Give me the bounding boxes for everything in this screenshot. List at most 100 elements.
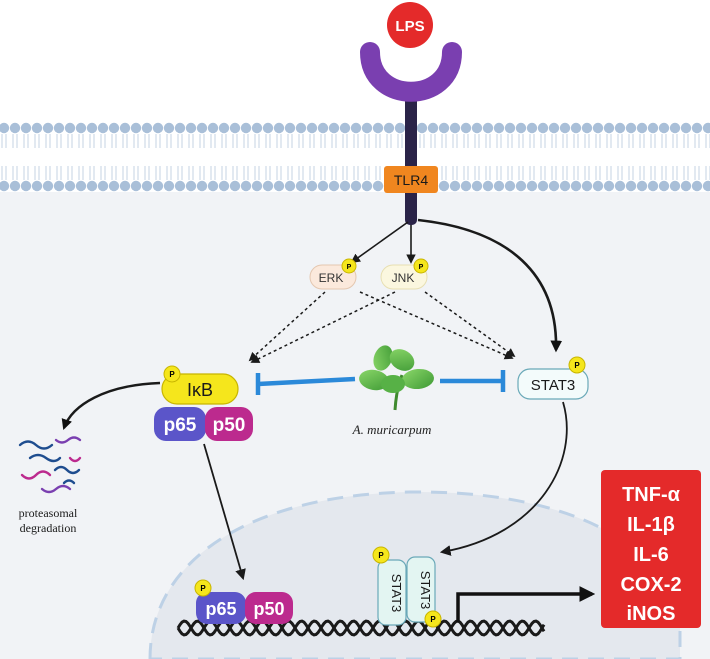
lipid-head [680,122,692,134]
lps-label: LPS [395,18,424,35]
lipid-head [108,122,120,134]
tlr4-label-box [384,166,438,193]
nuclear-p65-label: p65 [205,599,236,619]
nuclear-p65 [196,592,246,624]
protein-fragments [18,436,82,494]
lipid-head [240,122,252,134]
lipid-head [438,180,450,192]
lipid-head [339,180,351,192]
lipid-head [240,180,252,192]
lipid-head [20,180,32,192]
lipid-head [185,180,197,192]
lipid-head [130,180,142,192]
lipid-head [614,180,626,192]
lipid-head [592,180,604,192]
lipid-head [328,180,340,192]
lipid-head [493,180,505,192]
nuclear-p50-label: p50 [253,599,284,619]
lipid-head [20,122,32,134]
p65-protein [154,407,206,441]
lipid-head [185,122,197,134]
lipid-head [449,122,461,134]
p65-label: p65 [164,415,197,436]
lipid-head [581,122,593,134]
lipid-head [680,180,692,192]
lipid-head [152,122,164,134]
lipid-head [339,122,351,134]
lipid-head [570,180,582,192]
lipid-head [9,122,21,134]
cytokine-cox2: COX-2 [620,574,681,596]
ikb-complex: IκB P p65 p50 [154,365,253,441]
lipid-head [361,122,373,134]
lipid-head [119,122,131,134]
nuclear-p50 [245,592,293,624]
stat3-dimer-phospho-right: P [430,615,436,624]
lipid-head [251,122,263,134]
lipid-head [548,122,560,134]
lipid-head [482,180,494,192]
lipid-head [394,122,406,134]
lipid-head [702,180,710,192]
lipid-head [493,122,505,134]
lipid-head [262,180,274,192]
lipid-head [515,122,527,134]
lipid-head [702,122,710,134]
lipid-head [53,122,65,134]
lipid-head [284,180,296,192]
lipid-head [141,180,153,192]
lipid-head [691,122,703,134]
lipid-head [174,122,186,134]
lipid-head [361,180,373,192]
erk-kinase: ERK P [309,258,357,290]
p50-protein [205,407,253,441]
stat3-dimer-right-label: STAT3 [418,571,433,610]
lipid-head [460,122,472,134]
lipid-head [196,180,208,192]
lipid-head [262,122,274,134]
lipid-head [658,122,670,134]
stat3-label: STAT3 [531,377,575,394]
ikb-protein [161,373,239,405]
lipid-head [625,122,637,134]
erk-label: ERK [319,271,344,285]
cell-membrane [0,122,710,192]
lipid-head [691,180,703,192]
lipid-head [614,122,626,134]
lipid-head [31,180,43,192]
lipid-head [603,180,615,192]
stat3-cytoplasmic: STAT3 P [517,356,589,400]
dotted-arrows [248,291,516,363]
lipid-head [31,122,43,134]
lipid-head [75,180,87,192]
cytokine-tnf: TNF-α [622,484,681,506]
lipid-head [438,122,450,134]
lipid-head [427,122,439,134]
lipid-head [471,122,483,134]
lipid-head [119,180,131,192]
erk-phospho: P [347,264,352,271]
lipid-head [350,180,362,192]
lipid-head [647,180,659,192]
lipid-head [537,122,549,134]
lipid-head [350,122,362,134]
lipid-head [306,122,318,134]
lipid-head [372,122,384,134]
lipid-head [636,122,648,134]
inhibitor-label: A. muricarpum [352,422,432,437]
cytokine-inos: iNOS [627,603,676,625]
lipid-head [515,180,527,192]
transcription-arrow [456,586,596,622]
lipid-head [9,180,21,192]
lipid-head [163,180,175,192]
plant-icon [359,345,434,411]
p50-label: p50 [213,415,246,436]
tlr4-receptor: TLR4 [360,42,462,225]
lipid-head [548,180,560,192]
lipid-head [97,122,109,134]
lipid-head [251,180,263,192]
ikb-phospho: P [169,370,175,379]
lipid-head [229,122,241,134]
nuclear-p65-phospho: P [200,584,206,593]
